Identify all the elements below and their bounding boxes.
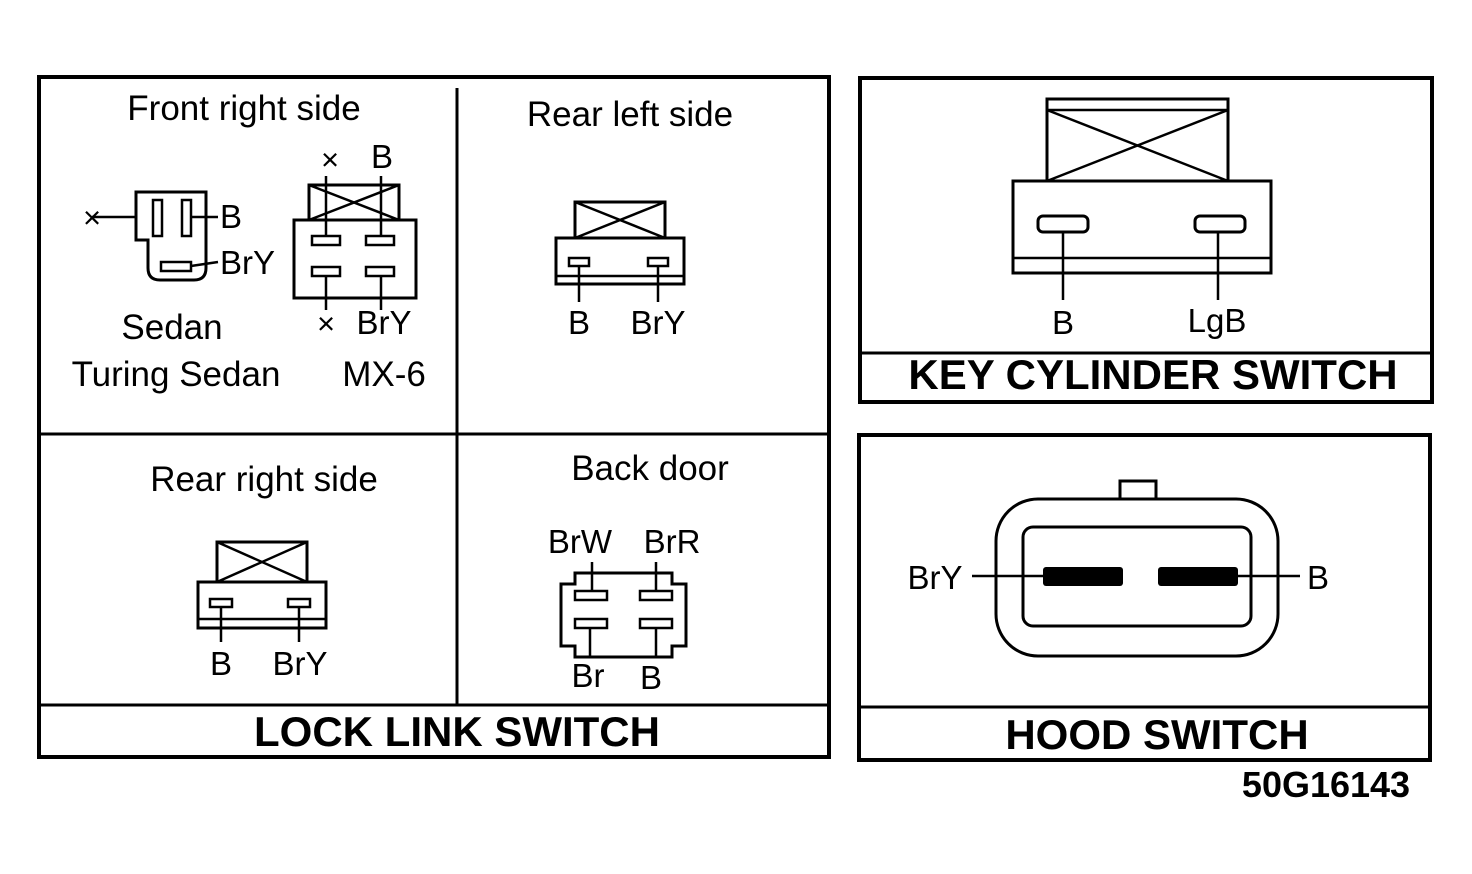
rear-left-terminal-right [646,256,670,268]
hood-frame [857,433,1432,762]
mx6-terminal-tl [310,234,342,247]
turing-sedan-label: Turing Sedan [72,355,281,394]
back-door-connector-body [559,571,688,659]
back-door-pin-brw: BrW [548,523,613,560]
key-cylinder-pin-b: B [1052,304,1074,341]
key-cylinder-terminal-right [1193,214,1247,234]
key-cylinder-pin-lgb: LgB [1188,302,1247,339]
sedan-label: Sedan [121,308,222,347]
rear-left-pin-bry: BrY [630,304,685,341]
back-door-terminal-br [638,617,674,630]
figure-code: 50G16143 [1242,764,1410,805]
back-door-pin-brr: BrR [644,523,701,560]
hood-switch-panel: BrY B HOOD SWITCH [857,433,1432,762]
rear-left-terminal-left [567,256,591,268]
rear-left-title: Rear left side [527,95,733,134]
front-right-side-cell: Front right side × B BrY [72,89,426,394]
hood-connector-outer [994,497,1280,658]
sedan-bry-lead [190,260,219,268]
rear-right-cross-b [216,540,308,584]
key-cylinder-switch-panel: B LgB KEY CYLINDER SWITCH [858,76,1434,404]
rear-right-side-cell: Rear right side B BrY [150,460,378,682]
sedan-terminal-right [180,198,193,238]
mx6-bottom-pin-label: BrY [356,304,411,341]
key-cylinder-terminal-left [1036,214,1090,234]
key-cylinder-hood [1045,97,1230,183]
mx6-label: MX-6 [342,355,426,394]
key-cylinder-frame [858,76,1434,404]
back-door-terminal-tr [638,589,674,602]
hood-terminal-right [1158,567,1238,586]
back-door-title: Back door [571,449,729,488]
key-cylinder-cross-b [1046,108,1229,183]
key-cylinder-switch-title: KEY CYLINDER SWITCH [908,351,1397,398]
key-cylinder-body [1011,179,1273,275]
mx6-connector: × B × BrY [292,138,418,341]
rear-right-pin-b: B [210,645,232,682]
rear-left-body [554,236,686,286]
rear-left-cross-b [574,200,666,240]
hood-switch-title: HOOD SWITCH [1005,711,1308,758]
sedan-connector: × B BrY [83,190,275,282]
hood-pin-b: B [1307,559,1329,596]
sedan-pin-bry-label: BrY [220,244,275,281]
mx6-terminal-tr [364,234,396,247]
rear-right-title: Rear right side [150,460,378,499]
back-door-pin-br: Br [572,657,605,694]
sedan-pin-b-label: B [220,198,242,235]
mx6-top-unused-mark: × [321,142,339,177]
rear-left-pin-b: B [568,304,590,341]
lock-link-switch-title: LOCK LINK SWITCH [254,708,660,755]
rear-right-terminal-right [286,597,312,609]
hood-connector-latch [1118,479,1158,501]
sedan-terminal-left [151,198,164,238]
rear-right-body [196,580,328,630]
back-door-pin-b: B [640,659,662,696]
mx6-hood-cross-b [308,183,400,222]
rear-right-terminal-left [208,597,234,609]
back-door-terminal-tl [573,589,609,602]
mx6-connector-body [292,218,418,300]
front-right-title: Front right side [127,89,360,128]
mx6-terminal-br [364,265,396,278]
back-door-terminal-bl [573,617,609,630]
hood-terminal-left [1043,567,1123,586]
lock-link-frame [37,75,831,759]
sedan-unused-mark: × [83,200,101,235]
rear-left-side-cell: Rear left side B BrY [527,95,733,341]
sedan-terminal-bottom [159,260,193,273]
mx6-bottom-unused-mark: × [317,306,335,341]
sedan-connector-body [134,190,208,282]
rear-right-pin-bry: BrY [272,645,327,682]
back-door-cell: Back door BrW BrR Br B [548,449,729,696]
mx6-top-pin-label: B [371,138,393,175]
hood-pin-bry: BrY [907,559,962,596]
lock-link-switch-panel: Front right side × B BrY [37,75,831,759]
mx6-terminal-bl [310,265,342,278]
